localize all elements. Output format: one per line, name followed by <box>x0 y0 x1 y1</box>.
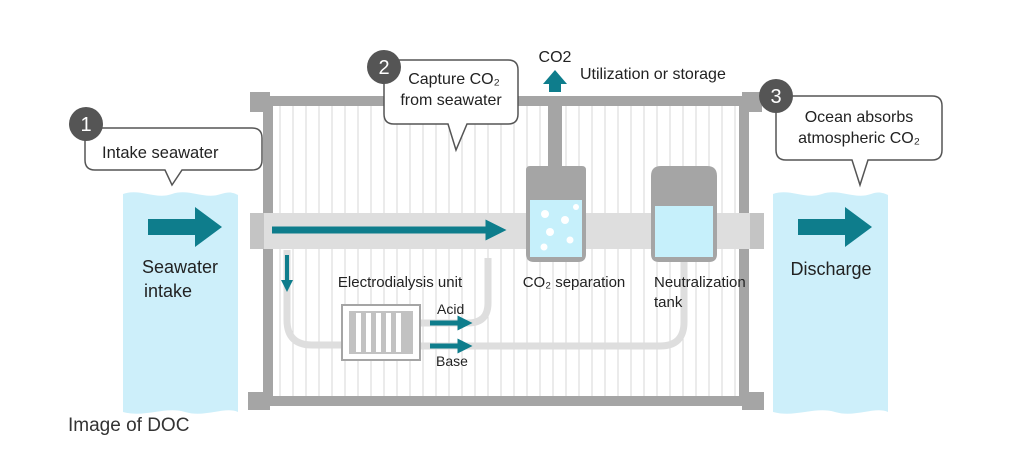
step-1-badge <box>69 107 103 141</box>
co2-separation-label: CO₂ separation <box>523 274 626 291</box>
neutralization-tank <box>651 166 717 262</box>
discharge-label: Discharge <box>790 259 871 279</box>
discharge-water-column <box>773 192 888 414</box>
main-pipe-inlet-flange <box>250 213 264 249</box>
base-pipe <box>420 248 688 350</box>
neutralization-tank-label-line-1: Neutralization <box>654 274 746 291</box>
step-2-number: 2 <box>378 57 389 79</box>
co2-exhaust-header <box>528 96 582 106</box>
acid-label: Acid <box>437 301 464 317</box>
co2-output-label: CO2 <box>539 49 572 66</box>
electrodialysis-unit-icon <box>341 304 421 361</box>
step-3-number: 3 <box>770 86 781 108</box>
step-3-badge <box>759 79 793 113</box>
step-2-text-line-2: from seawater <box>400 92 502 109</box>
frame-corner-tl <box>250 92 270 112</box>
step-3-callout: 3 Ocean absorbs atmospheric CO₂ <box>759 79 943 188</box>
frame-corner-bl <box>248 392 270 410</box>
intake-arrow <box>148 207 222 247</box>
co2-up-arrow <box>543 70 567 92</box>
electrodialysis-unit-label: Electrodialysis unit <box>338 274 463 291</box>
step-1-number: 1 <box>80 114 91 136</box>
intake-water-column <box>123 192 238 414</box>
step-1-text-line-1: Intake seawater <box>102 144 219 162</box>
frame-bottom-bar <box>262 396 750 406</box>
step-3-text-line-1: Ocean absorbs <box>805 109 914 126</box>
step-2-callout: 2 Capture CO₂ from seawater <box>367 50 519 153</box>
frame-left-post <box>263 96 273 406</box>
base-label: Base <box>436 353 468 369</box>
feed-pipe-to-unit <box>283 250 345 349</box>
co2-exhaust-pipe <box>548 104 562 168</box>
frame-corner-br <box>742 392 764 410</box>
step-1-callout: 1 Intake seawater <box>69 107 263 187</box>
discharge-arrow <box>798 207 872 247</box>
step-2-badge <box>367 50 401 84</box>
seawater-intake-label-line-1: Seawater <box>142 257 218 277</box>
co2-separation-vessel <box>526 166 586 262</box>
flow-arrows <box>148 70 872 354</box>
step-3-text-line-2: atmospheric CO₂ <box>798 130 920 147</box>
seawater-intake-label-line-2: intake <box>144 281 192 301</box>
main-pipe-outlet-flange <box>750 213 764 249</box>
utilization-label: Utilization or storage <box>580 66 726 83</box>
frame-right-post <box>739 96 749 406</box>
neutralization-tank-label-line-2: tank <box>654 294 683 311</box>
frame-corner-tr <box>742 92 762 112</box>
step-2-text-line-1: Capture CO₂ <box>408 71 500 88</box>
image-caption: Image of DOC <box>68 415 190 436</box>
